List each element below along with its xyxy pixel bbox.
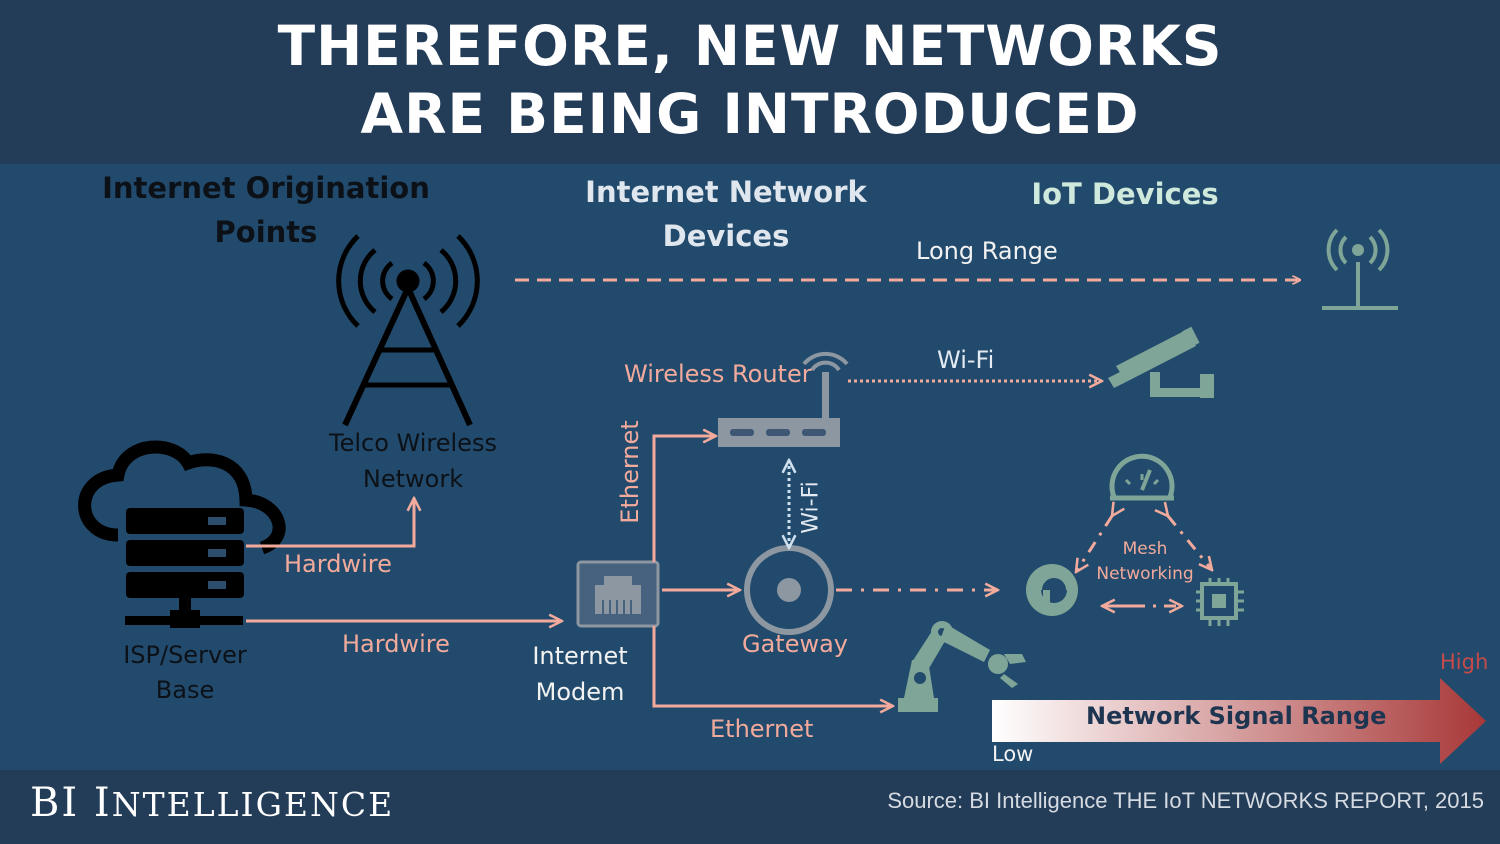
ethernet-robot-link: [652, 626, 893, 706]
headset-device-icon: [1026, 564, 1078, 616]
brand-initial: I: [93, 780, 112, 826]
ethernet-vertical-label: Ethernet: [616, 420, 644, 524]
isp-server-label: ISP/Server Base: [110, 638, 260, 708]
ethernet-bottom-label: Ethernet: [710, 715, 814, 743]
telco-wireless-label: Telco Wireless Network: [318, 425, 508, 497]
column-heading-origination-line1: Internet Origination: [102, 171, 430, 205]
slide-title: THEREFORE, NEW NETWORKS ARE BEING INTROD…: [0, 12, 1500, 148]
column-heading-network-devices: Internet Network Devices: [570, 170, 882, 258]
internet-modem-icon: [576, 560, 660, 628]
modem-label-line2: Modem: [535, 678, 625, 706]
title-line-2: ARE BEING INTRODUCED: [360, 82, 1140, 146]
source-note: Source: BI Intelligence THE IoT NETWORKS…: [887, 788, 1484, 813]
hardwire-telco-label: Hardwire: [284, 550, 392, 578]
column-heading-origination: Internet Origination Points: [98, 166, 434, 254]
column-heading-origination-line2: Points: [214, 215, 318, 249]
modem-label-line1: Internet: [532, 642, 628, 670]
mesh-label-line2: Networking: [1096, 564, 1194, 584]
internet-modem-label: Internet Modem: [512, 638, 648, 710]
column-heading-network-line2: Devices: [662, 219, 790, 253]
wifi-label: Wi-Fi: [937, 346, 995, 374]
brand-rest: NTELLIGENCE: [111, 785, 395, 824]
isp-label-line2: Base: [155, 676, 215, 704]
hardwire-telco-link: [246, 498, 414, 548]
column-heading-network-line1: Internet Network: [585, 175, 867, 209]
robotic-arm-icon: [898, 621, 1026, 712]
isp-server-cloud-icon: [78, 440, 286, 628]
long-range-label: Long Range: [916, 237, 1058, 265]
brand-prefix: BI: [30, 780, 80, 826]
gauge-icon: [1109, 453, 1175, 501]
hardwire-modem-label: Hardwire: [342, 630, 450, 658]
mesh-link-right: [1168, 516, 1212, 570]
antenna-tower-icon: [1322, 228, 1398, 310]
ethernet-router-link: [652, 436, 716, 562]
wifi-vertical-label: Wi-Fi: [798, 481, 824, 534]
telco-tower-icon: [336, 234, 480, 427]
connection-lines: [246, 280, 1300, 706]
security-camera-icon: [1108, 326, 1214, 398]
isp-label-line1: ISP/Server: [123, 641, 247, 669]
column-heading-iot-devices: IoT Devices: [1031, 177, 1219, 211]
microchip-icon: [1196, 578, 1244, 626]
bi-intelligence-logo: BI INTELLIGENCE: [30, 780, 394, 826]
signal-range-arrow: [992, 678, 1486, 764]
telco-label-line2: Network: [362, 465, 464, 493]
gateway-icon: [744, 545, 834, 635]
footer-bar: [0, 770, 1500, 844]
mesh-networking-label: Mesh Networking: [1088, 537, 1202, 587]
wireless-router-label: Wireless Router: [624, 360, 812, 388]
range-high-label: High: [1440, 650, 1489, 674]
network-signal-range-label: Network Signal Range: [1086, 702, 1387, 730]
title-line-1: THEREFORE, NEW NETWORKS: [277, 14, 1223, 78]
range-low-label: Low: [992, 742, 1034, 766]
mesh-link-left: [1076, 516, 1112, 572]
title-bar: [0, 0, 1500, 164]
mesh-label-line1: Mesh: [1122, 539, 1168, 559]
gateway-label: Gateway: [741, 630, 849, 658]
telco-label-line1: Telco Wireless: [329, 429, 497, 457]
wireless-router-icon: [718, 351, 849, 447]
